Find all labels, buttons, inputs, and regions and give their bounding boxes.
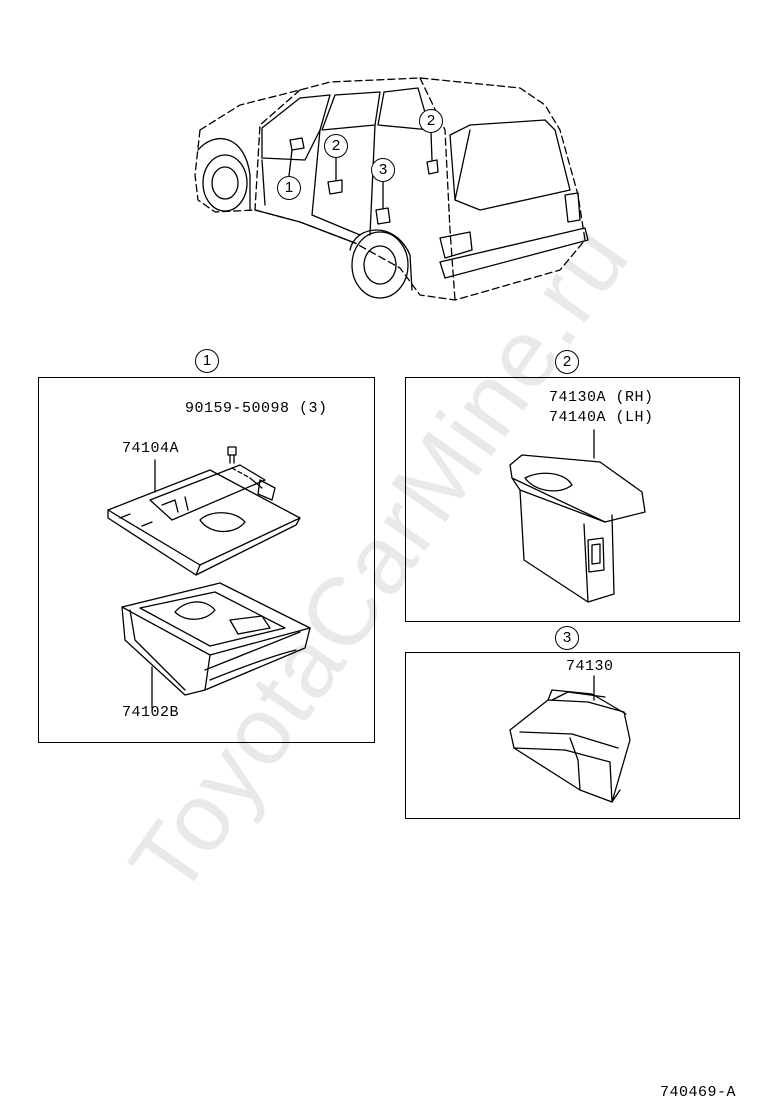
panel-2-frame <box>405 377 740 622</box>
ashtray-74130a-drawing <box>509 429 646 603</box>
ashtray-74102b-drawing <box>121 582 311 709</box>
bolt-part-number: 90159-50098 (3) <box>185 400 328 417</box>
panel-3-marker: 3 <box>555 626 579 650</box>
part-number-74130: 74130 <box>566 658 614 675</box>
panel-1-frame <box>38 377 375 743</box>
callout-3-marker: 3 <box>371 158 395 182</box>
ashtray-part-number: 74102B <box>122 704 180 721</box>
vehicle-illustration <box>194 77 589 301</box>
figure-code: 740469-A <box>660 1084 737 1101</box>
part-number-rh: 74130A (RH) <box>549 389 654 406</box>
panel-2-marker: 2 <box>555 350 579 374</box>
panel-1-marker: 1 <box>195 349 219 373</box>
callout-2-marker: 2 <box>324 134 348 158</box>
callout-2-marker-rear: 2 <box>419 109 443 133</box>
panel-3-frame <box>405 652 740 819</box>
bracket-74104a-drawing <box>107 446 301 576</box>
part-number-lh: 74140A (LH) <box>549 409 654 426</box>
ashtray-74130-drawing <box>509 675 631 803</box>
bracket-part-number: 74104A <box>122 440 180 457</box>
callout-1-marker: 1 <box>277 176 301 200</box>
